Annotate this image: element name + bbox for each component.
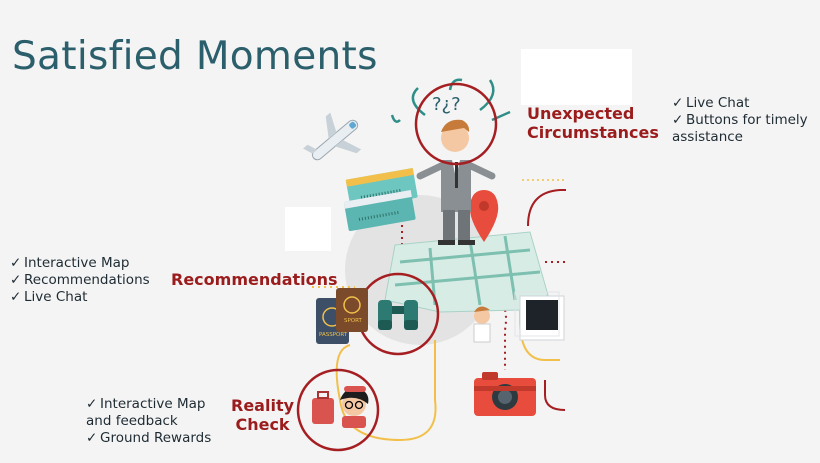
- features-unexpected: ✓Live Chat ✓Buttons for timely assistanc…: [672, 95, 808, 146]
- features-reality: ✓Interactive Map and feedback ✓Ground Re…: [86, 396, 211, 447]
- guide-figure: [473, 306, 491, 343]
- feature-item: ✓Ground Rewards: [86, 430, 212, 446]
- red-path-top: [527, 189, 566, 227]
- binoculars-icon: [378, 300, 418, 330]
- feature-item: ✓Recommendations: [10, 272, 150, 288]
- businessman-figure: [416, 119, 496, 245]
- features-recommendations: ✓Interactive Map ✓Recommendations ✓Live …: [10, 255, 150, 306]
- heading-unexpected-line1: Unexpected: [527, 104, 635, 123]
- blank-box-left: [285, 207, 331, 251]
- traveller-figure: [312, 386, 369, 428]
- blank-box-top: [521, 49, 632, 105]
- yellow-path: [335, 340, 437, 442]
- ticket-icon-2: [343, 189, 416, 232]
- check-icon: ✓: [10, 289, 22, 305]
- heading-recommendations: Recommendations: [171, 270, 338, 289]
- heading-unexpected-line2: Circumstances: [527, 123, 659, 142]
- ring-reality: [296, 368, 380, 452]
- feature-item: assistance: [672, 129, 743, 145]
- svg-text:SPORT: SPORT: [344, 318, 363, 324]
- check-icon: ✓: [672, 112, 684, 128]
- feature-item: ✓Interactive Map: [10, 255, 130, 271]
- passport-icon-2: SPORT: [336, 288, 368, 332]
- location-pin-icon: [469, 190, 499, 242]
- feature-item: ✓Live Chat: [672, 95, 750, 111]
- feature-item: ✓Interactive Map: [86, 396, 206, 412]
- feature-item: and feedback: [86, 413, 178, 429]
- red-path-low: [544, 380, 566, 411]
- feature-item: ✓Live Chat: [10, 289, 88, 305]
- check-icon: ✓: [86, 396, 98, 412]
- airplane-icon: [303, 112, 362, 161]
- feature-item: ✓Buttons for timely: [672, 112, 808, 128]
- photo-frame-icon: [514, 291, 565, 341]
- heading-reality-line2: Check: [235, 415, 290, 434]
- heading-recommendations-label: Recommendations: [171, 270, 338, 289]
- page-title: Satisfied Moments: [12, 34, 378, 79]
- check-icon: ✓: [672, 95, 684, 111]
- heading-reality: Reality Check: [231, 396, 294, 434]
- svg-text:PASSPORT: PASSPORT: [319, 332, 348, 338]
- check-icon: ✓: [10, 255, 22, 271]
- question-marks: ?¿?: [432, 94, 461, 115]
- check-icon: ✓: [10, 272, 22, 288]
- heading-reality-line1: Reality: [231, 396, 295, 415]
- ring-unexpected: [414, 82, 498, 166]
- heading-unexpected: Unexpected Circumstances: [527, 104, 659, 142]
- camera-icon: [474, 372, 536, 416]
- check-icon: ✓: [86, 430, 98, 446]
